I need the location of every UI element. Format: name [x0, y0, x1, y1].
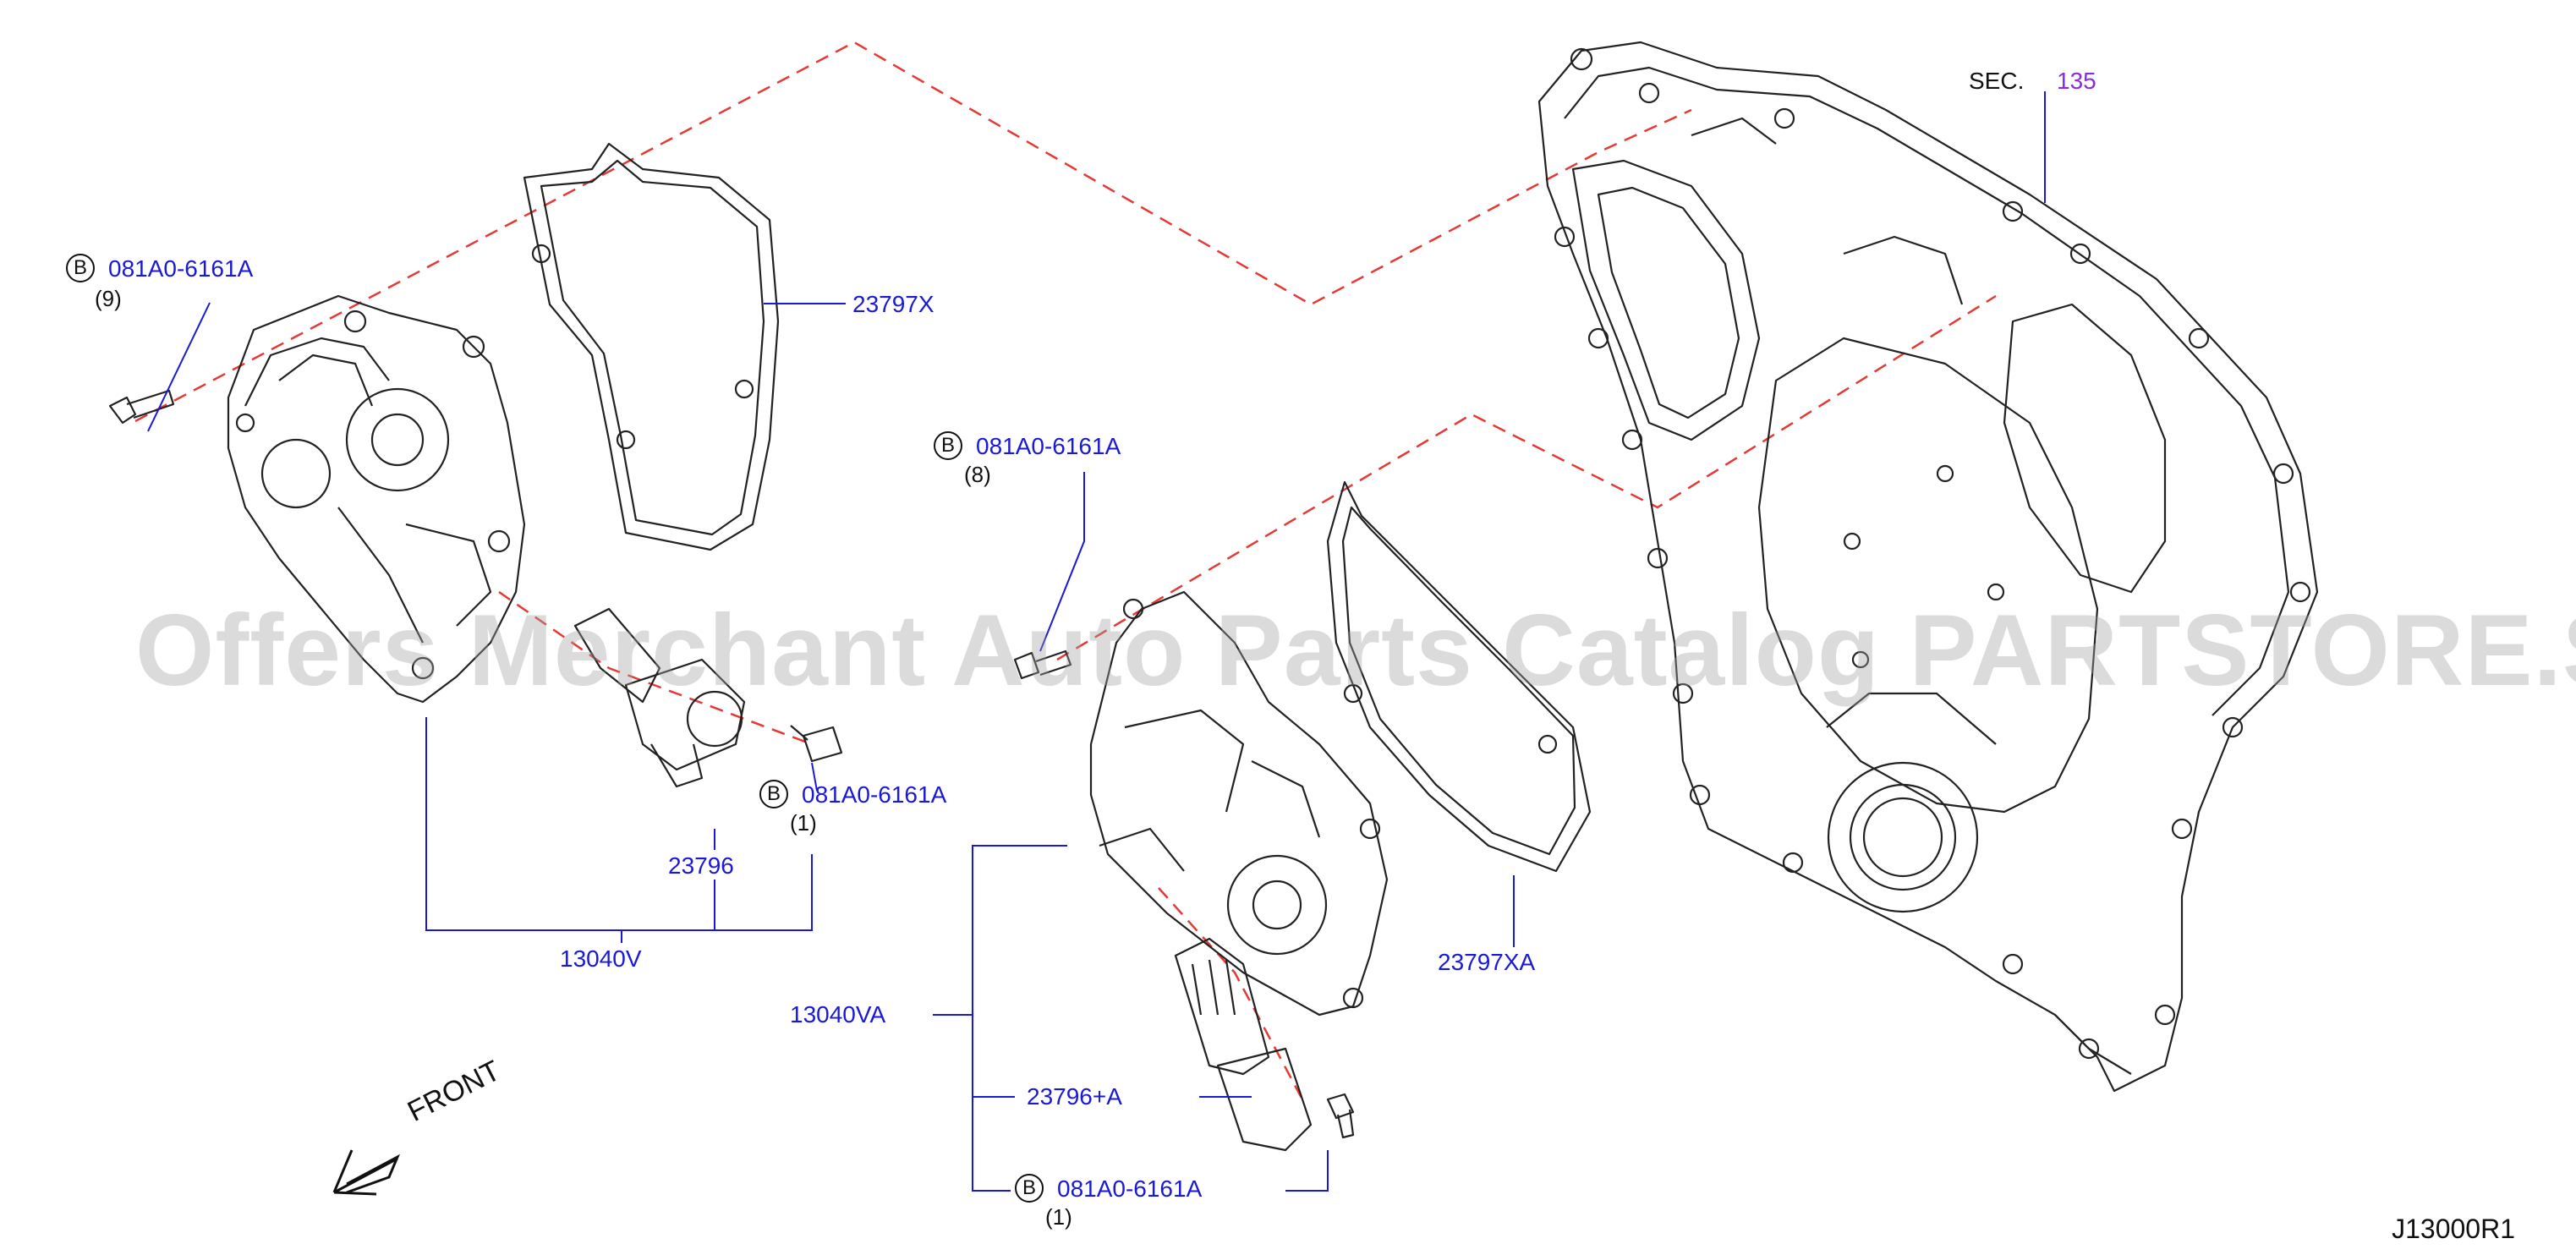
callout-bolt-left[interactable]: 081A0-6161A: [108, 255, 254, 282]
right-cover[interactable]: [1089, 590, 1389, 1017]
qty-bolt-mid: (8): [964, 462, 991, 487]
solenoid-left-art[interactable]: [573, 607, 746, 788]
leader-assembly-left-b: [621, 880, 715, 943]
bolt-mid-art[interactable]: [1013, 649, 1072, 680]
left-cover[interactable]: [227, 294, 526, 704]
badge-b-bolt-mid: B: [934, 431, 962, 460]
gasket-right-art[interactable]: [1326, 480, 1592, 873]
phantom-lines: [134, 41, 1997, 1100]
leader-assembly-right-a: [933, 845, 1067, 1016]
front-arrow-icon: [332, 1149, 400, 1196]
callout-solenoid-left[interactable]: 23796: [668, 852, 734, 879]
badge-b-bolt-left: B: [66, 254, 95, 282]
callout-bolt-bottom[interactable]: 081A0-6161A: [1057, 1176, 1203, 1202]
front-cover[interactable]: [1537, 41, 2319, 1093]
leader-lines: [147, 91, 2046, 1192]
callout-bolt-solenoid-left[interactable]: 081A0-6161A: [802, 781, 947, 808]
leader-assembly-left-a: [425, 717, 813, 931]
badge-b-bolt-bottom: B: [1015, 1174, 1044, 1203]
leader-bolt-left: [147, 302, 211, 432]
bolt-solenoid-left-art[interactable]: [790, 725, 843, 763]
leader-assembly-right-b: [972, 1015, 1011, 1192]
watermark: Offers Merchant Auto Parts Catalog PARTS…: [135, 594, 2576, 707]
leader-bolt-solenoid-left: [811, 762, 818, 792]
callout-assembly-right[interactable]: 13040VA: [790, 1001, 886, 1028]
callout-gasket-right[interactable]: 23797XA: [1438, 949, 1536, 975]
qty-bolt-left: (9): [95, 286, 122, 311]
diagram-id: J13000R1: [2392, 1214, 2515, 1244]
gasket-left-art[interactable]: [523, 142, 780, 551]
callout-gasket-left[interactable]: 23797X: [852, 291, 934, 317]
section-label: SEC.: [1969, 68, 2025, 94]
qty-bolt-solenoid-left: (1): [790, 810, 817, 836]
badge-b-bolt-solenoid-left: B: [759, 780, 788, 808]
callout-solenoid-right[interactable]: 23796+A: [1027, 1083, 1122, 1110]
leader-bolt-bottom: [1285, 1150, 1329, 1192]
callout-assembly-left[interactable]: 13040V: [560, 945, 642, 972]
qty-bolt-bottom: (1): [1045, 1204, 1072, 1230]
leader-bolt-mid: [1039, 472, 1085, 652]
section-number-link[interactable]: 135: [2057, 68, 2096, 94]
bolt-left-art[interactable]: [108, 389, 175, 425]
solenoid-right-art[interactable]: [1174, 937, 1313, 1152]
bolt-bottom-art[interactable]: [1326, 1093, 1355, 1139]
callout-bolt-mid[interactable]: 081A0-6161A: [976, 433, 1121, 459]
